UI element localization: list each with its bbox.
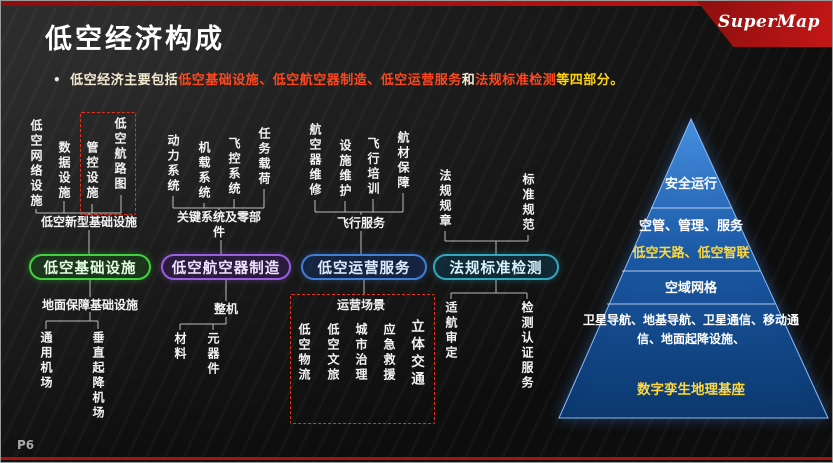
bullet-icon: • [53,73,62,87]
page-number: P6 [17,438,35,452]
category-aircraft-manufacturing: 低空航空器制造 [161,254,291,280]
label-general-airport: 通用机场 [39,331,53,391]
label-standards: 标准规范 [521,173,535,233]
label-airborne-system: 机载系统 [197,141,211,201]
pyramid-digital-twin-geobase: 数字孪生地理基座 [637,382,745,398]
label-flight-service: 飞行服务 [336,216,385,230]
label-aviation-material-support: 航材保障 [396,131,410,191]
label-emergency-rescue: 应急救援 [382,323,396,383]
intro-mid: 和 [461,73,476,88]
label-operation-scenarios: 运营场景 [336,298,385,312]
intro-lead: 低空经济主要包括 [70,73,179,88]
intro-highlight-1: 低空基础设施、低空航空器制造、低空运营服务 [178,73,462,88]
pyramid-safe-operation: 安全运行 [664,177,717,192]
dashed-box-operation-scenarios [290,294,435,424]
label-airspace-network-facility: 低空网络设施 [29,119,43,209]
label-power-system: 动力系统 [166,134,180,194]
label-mission-payload: 任务载荷 [257,127,271,187]
label-vertiport: 垂直起降机场 [91,331,105,421]
bottom-accent-bar [1,457,832,460]
label-testing-certification-services: 检测认证服务 [520,301,534,391]
label-control-facility: 管控设施 [85,141,99,201]
label-3d-transport: 立体交通 [408,319,424,389]
category-regulation-testing: 法规标准检测 [433,254,559,280]
pyramid-airspace-grid: 空域网格 [664,281,717,296]
label-city-governance: 城市治理 [354,323,368,383]
category-infrastructure: 低空基础设施 [29,254,151,280]
pyramid-base-facilities: 卫星导航、地基导航、卫星通信、移动通信、地面起降设施、 [583,313,800,346]
page-title: 低空经济构成 [45,24,225,55]
top-accent-bar [1,1,832,6]
label-key-systems-parts: 关键系统及零部件 [176,210,261,239]
intro-sentence: • 低空经济主要包括低空基础设施、低空航空器制造、低空运营服务和法规标准检测等四部… [53,69,624,88]
label-flight-control-system: 飞控系统 [227,137,241,197]
label-data-facility: 数据设施 [57,141,71,201]
label-low-altitude-tourism: 低空文旅 [326,323,340,383]
label-ground-support-infrastructure: 地面保障基础设施 [41,298,138,312]
label-complete-aircraft: 整机 [213,302,238,316]
label-facility-maintenance: 设施维护 [338,139,352,199]
label-flight-training: 飞行培训 [366,137,380,197]
label-regulations: 法规规章 [438,169,452,229]
label-airworthiness-certification: 适航审定 [444,301,458,361]
label-new-infrastructure: 低空新型基础设施 [40,215,137,229]
pyramid-skyroute-intelligent-network: 低空天路、低空智联 [632,246,750,261]
pyramid-shape [558,117,829,419]
label-air-route-map: 低空航路图 [113,117,127,192]
intro-highlight-2: 法规标准检测 [475,73,557,88]
supermap-logo: SuperMap [717,12,820,32]
label-materials: 材料 [173,332,187,362]
pyramid-figure [551,111,832,426]
category-operation-services: 低空运营服务 [301,254,427,280]
dashed-box-control-facilities [80,112,136,215]
intro-tail: 等四部分。 [556,73,624,88]
label-components: 元器件 [206,332,220,377]
pyramid-atm-management-service: 空管、管理、服务 [638,219,743,234]
label-low-altitude-logistics: 低空物流 [297,323,311,383]
label-aircraft-maintenance: 航空器维修 [308,123,322,198]
